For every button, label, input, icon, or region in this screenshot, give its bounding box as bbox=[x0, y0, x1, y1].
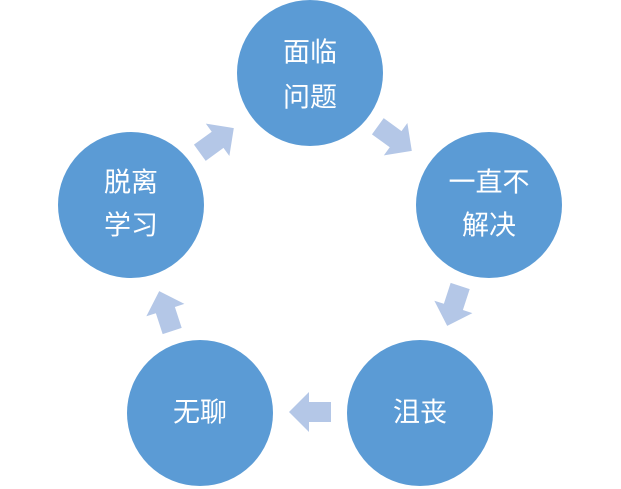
node-leave-study-line-1: 脱离 bbox=[104, 168, 158, 199]
node-unresolved: 一直不 解决 bbox=[416, 132, 562, 278]
node-face-problem-line-1: 面临 bbox=[283, 38, 337, 69]
node-face-problem-line-2: 问题 bbox=[283, 83, 337, 114]
node-unresolved-line-1: 一直不 bbox=[449, 168, 530, 199]
node-frustrated: 沮丧 bbox=[347, 340, 493, 486]
arrow-leave-study-to-face-problem bbox=[193, 123, 234, 161]
node-leave-study-line-2: 学习 bbox=[104, 211, 158, 242]
arrow-bored-to-leave-study bbox=[146, 291, 185, 335]
arrow-unresolved-to-frustrated bbox=[434, 282, 473, 326]
arrow-face-problem-to-unresolved bbox=[371, 118, 412, 156]
node-leave-study: 脱离 学习 bbox=[58, 132, 204, 278]
arrow-frustrated-to-bored bbox=[289, 392, 331, 432]
node-unresolved-line-2: 解决 bbox=[462, 211, 516, 242]
node-face-problem: 面临 问题 bbox=[237, 0, 383, 146]
node-bored-line-1: 无聊 bbox=[173, 398, 227, 429]
node-frustrated-line-1: 沮丧 bbox=[393, 398, 447, 429]
node-bored: 无聊 bbox=[127, 340, 273, 486]
